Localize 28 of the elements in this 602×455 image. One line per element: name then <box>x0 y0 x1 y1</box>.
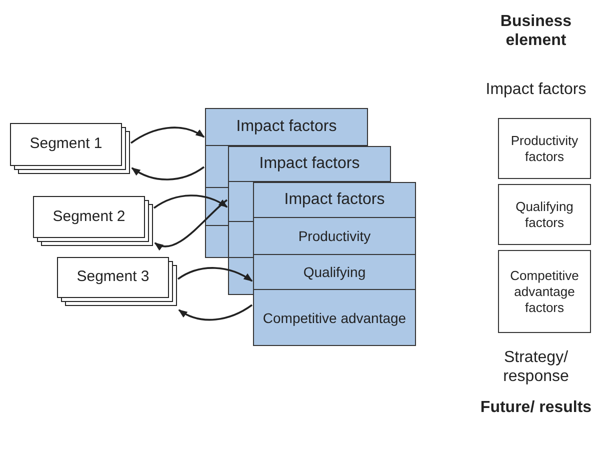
factor-box: Qualifying factors <box>498 184 591 245</box>
factor-card <box>253 182 416 346</box>
card-header <box>228 146 391 182</box>
card-heading: Impact factors <box>259 154 360 174</box>
column-label: Strategy/ response <box>502 348 570 386</box>
stacked-cards <box>57 257 177 306</box>
segment-label: Segment 1 <box>30 134 102 154</box>
segment-label: Segment 2 <box>52 206 126 227</box>
factor-row: Productivity <box>253 217 416 254</box>
curved-arrow <box>154 194 228 209</box>
factor-row: Competitive advantage <box>253 289 416 346</box>
curved-arrow <box>154 199 228 250</box>
column-label: Impact factors <box>484 80 588 99</box>
column-label: Business element <box>499 12 573 50</box>
curved-arrow <box>178 304 252 321</box>
curved-arrow <box>130 126 205 144</box>
stacked-cards <box>10 123 130 174</box>
card-heading: Impact factors <box>236 117 337 137</box>
segment-label: Segment 3 <box>76 267 150 288</box>
factor-box: Productivity factors <box>498 118 591 179</box>
card-header <box>205 108 368 146</box>
column-label: Future/ results <box>479 398 593 417</box>
stacked-cards <box>33 196 153 246</box>
card-heading: Impact factors <box>284 190 385 210</box>
factor-box: Competitive advantage factors <box>498 250 591 333</box>
curved-arrow <box>131 166 204 180</box>
factor-row: Qualifying <box>253 254 416 289</box>
curved-arrow <box>178 267 253 282</box>
